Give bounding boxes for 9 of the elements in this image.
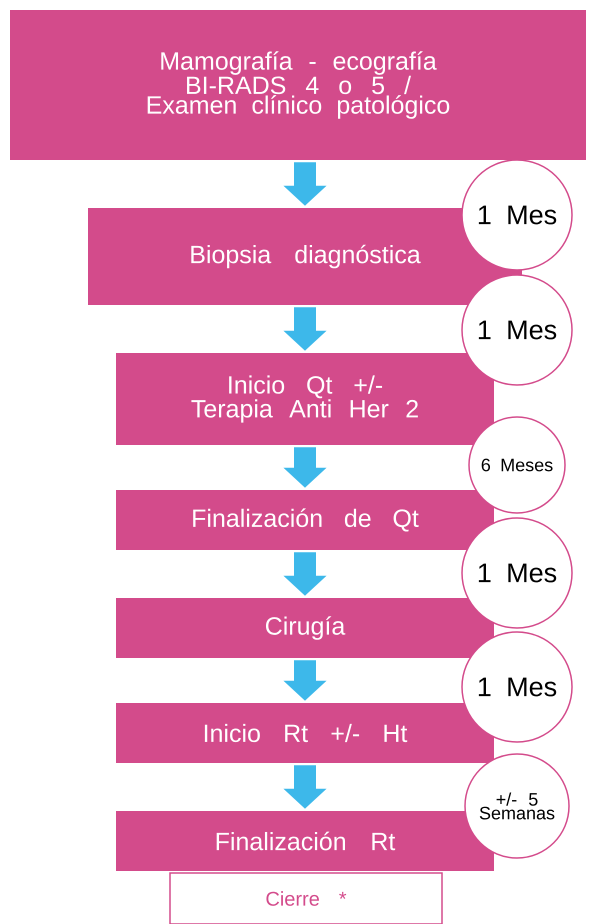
step-box: Finalización de Qt — [116, 490, 494, 550]
node-label: 1 Mes — [478, 678, 556, 696]
step-box: Inicio Qt +/- Terapia Anti Her 2 — [116, 353, 494, 445]
node-label: 1 Mes — [478, 320, 556, 340]
closing-box: Cierre * — [169, 872, 443, 924]
step-box: Cirugía — [116, 598, 494, 658]
step-box: Inicio Rt +/- Ht — [116, 703, 494, 763]
node-label: 1 Mes — [478, 564, 556, 582]
step-box: Mamografía - ecografía BI-RADS 4 o 5 / Examen clínico patológico — [10, 10, 586, 160]
